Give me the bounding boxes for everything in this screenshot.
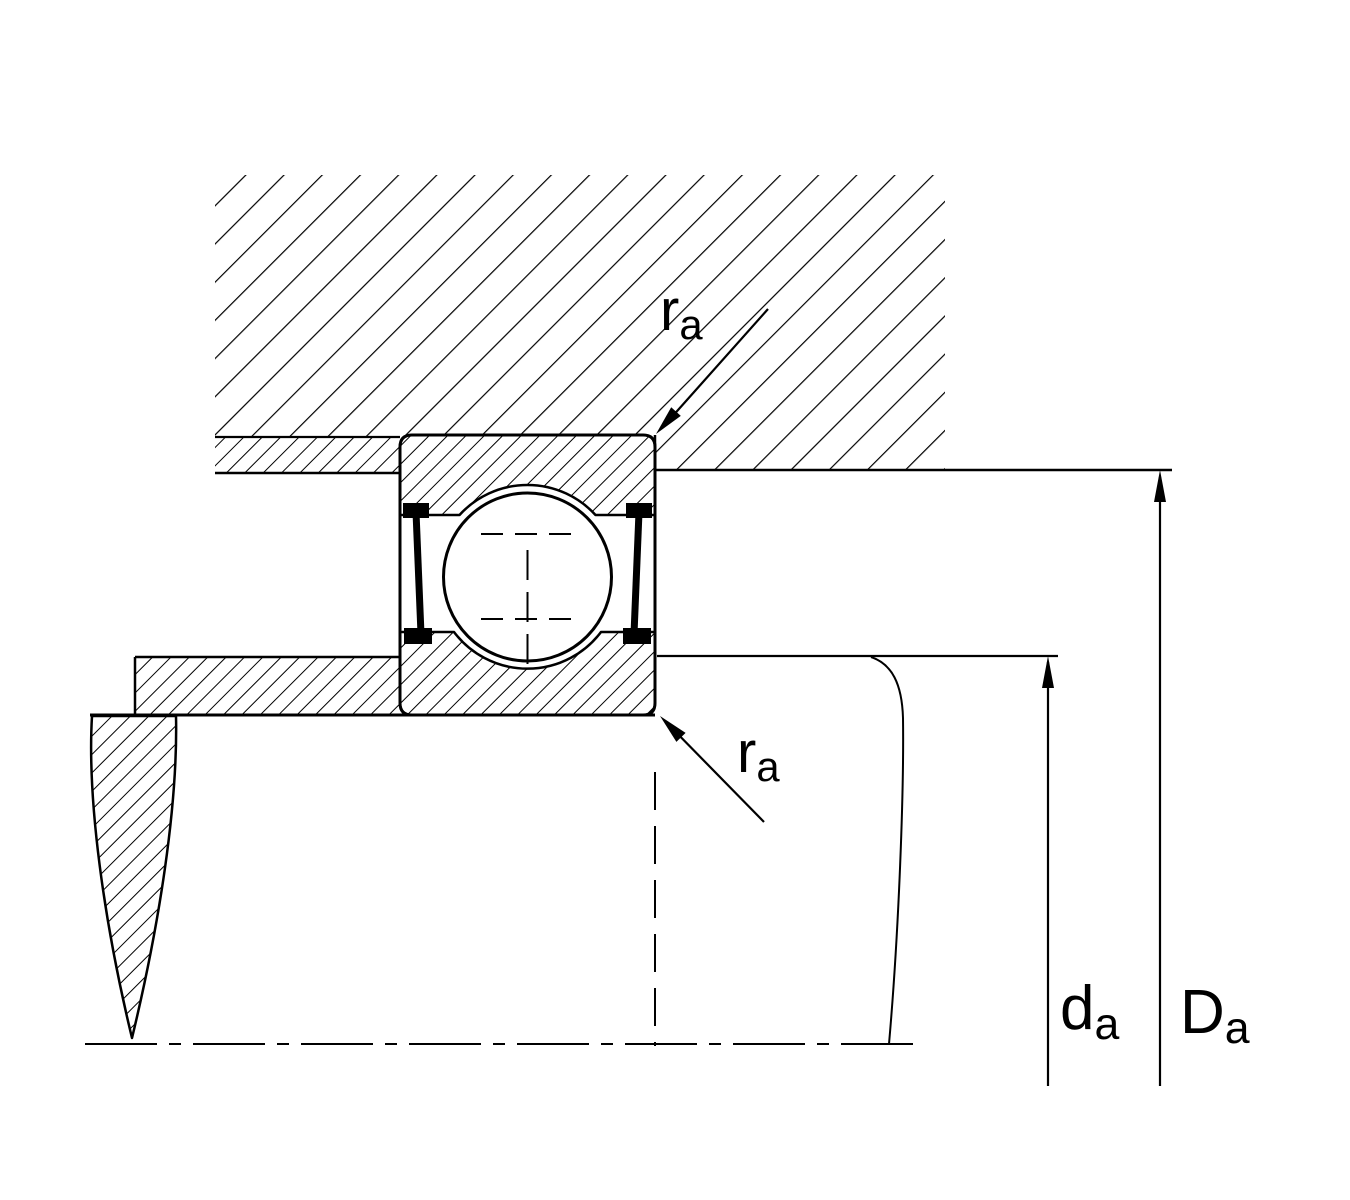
shaft-contour-line (870, 656, 905, 1045)
Da-arrow-icon (1154, 470, 1166, 502)
ra-bottom-subscript: a (756, 743, 780, 791)
seal-right-anchor (626, 503, 652, 518)
seal-right-foot (623, 628, 651, 644)
ra-top-subscript: a (679, 301, 703, 349)
end-cap-hatch (215, 437, 400, 473)
shaft-shoulder-section (133, 655, 400, 715)
seal-right-lip (630, 511, 643, 635)
housing-hatch (215, 175, 945, 470)
end-cap-section (215, 435, 400, 475)
shaft-fillet-section (89, 714, 178, 1040)
seal-left-lip (412, 511, 425, 635)
label-da: da (1060, 978, 1119, 1047)
label-Da: Da (1180, 982, 1250, 1051)
ra-leader-top (661, 308, 769, 429)
da-arrow-icon (1042, 656, 1054, 688)
shaft-fillet-hatch (89, 714, 178, 1040)
ra-arrow-top (656, 407, 681, 434)
ra-leader-bottom (665, 721, 765, 823)
outer-ring-section (398, 433, 657, 517)
shaft-shoulder-hatch (135, 657, 400, 715)
seal-left (403, 503, 432, 644)
da-dimension (1042, 656, 1054, 1086)
ra-callout-bottom (660, 716, 765, 823)
Da-subscript: a (1224, 1003, 1250, 1053)
label-ra-top: ra (660, 282, 703, 346)
ra-top-symbol: r (660, 278, 680, 343)
seal-left-anchor (403, 503, 429, 518)
ra-arrow-bottom (660, 716, 686, 742)
seal-right (623, 503, 652, 644)
Da-symbol: D (1180, 978, 1225, 1047)
Da-dimension (1154, 470, 1166, 1086)
ra-callout-top (656, 308, 769, 434)
inner-ring-section (398, 630, 657, 717)
da-symbol: d (1060, 974, 1095, 1043)
ra-bottom-symbol: r (737, 720, 757, 785)
da-subscript: a (1094, 999, 1120, 1049)
bearing-section (398, 433, 657, 717)
label-ra-bottom: ra (737, 724, 780, 788)
seal-left-foot (404, 628, 432, 644)
